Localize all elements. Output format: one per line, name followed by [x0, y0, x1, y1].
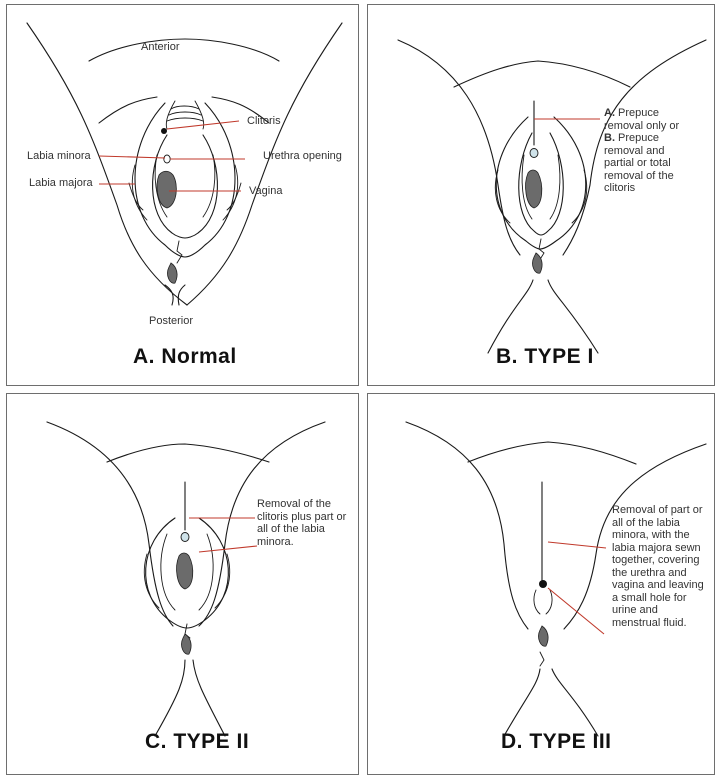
label-clitoris: Clitoris	[247, 115, 281, 128]
panel-normal: Anterior Clitoris Labia minora Urethra o…	[6, 4, 359, 386]
label-posterior: Posterior	[149, 315, 193, 328]
option-a-text: Prepuce removal only or	[604, 107, 679, 132]
panel-title-type-2: C. TYPE II	[145, 730, 249, 754]
option-a-letter: A.	[604, 107, 615, 119]
panel-type-2: Removal of the clitoris plus part or all…	[6, 393, 359, 775]
type-2-description: Removal of the clitoris plus part or all…	[257, 498, 347, 548]
type-2-anatomy-drawing	[7, 394, 360, 776]
label-urethra-opening: Urethra opening	[263, 150, 342, 163]
label-anterior: Anterior	[141, 41, 180, 54]
panel-title-type-3: D. TYPE III	[501, 730, 612, 754]
label-labia-majora: Labia majora	[29, 177, 93, 190]
panel-type-3: Removal of part or all of the labia mino…	[367, 393, 715, 775]
option-b-text: Prepuce removal and partial or total rem…	[604, 132, 674, 194]
type-1-description: A. Prepuce removal only or B. Prepuce re…	[604, 107, 694, 195]
panel-title-normal: A. Normal	[133, 345, 237, 369]
panel-title-type-1: B. TYPE I	[496, 345, 594, 369]
label-vagina: Vagina	[249, 185, 282, 198]
label-labia-minora: Labia minora	[27, 150, 91, 163]
normal-anatomy-drawing	[7, 5, 360, 387]
panel-type-1: A. Prepuce removal only or B. Prepuce re…	[367, 4, 715, 386]
type-3-description: Removal of part or all of the labia mino…	[612, 504, 708, 629]
type-1-anatomy-drawing	[368, 5, 716, 387]
option-b-letter: B.	[604, 132, 615, 144]
